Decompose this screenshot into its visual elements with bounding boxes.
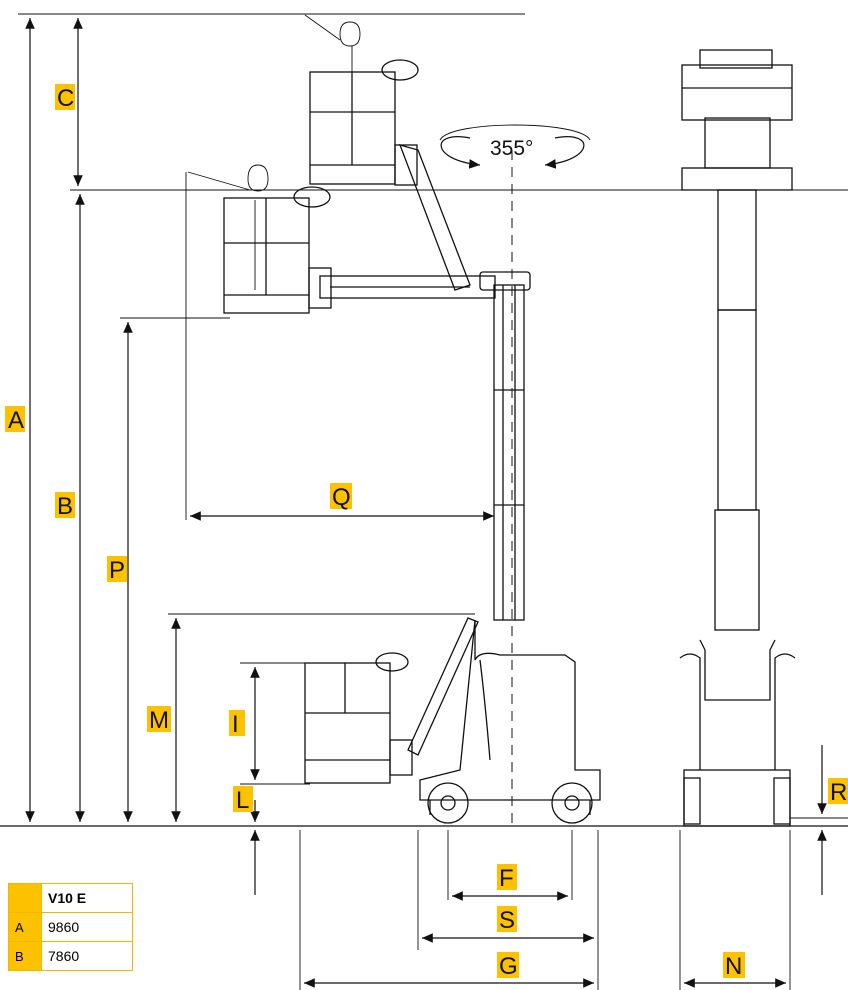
- label-bg-B: [55, 492, 75, 518]
- reference-lines: [18, 13, 848, 990]
- front-view-machine: [679, 49, 796, 827]
- label-bg-M: [147, 706, 171, 732]
- label-R: R: [830, 779, 847, 806]
- label-bg-N: [723, 952, 745, 978]
- rear-wheel: [551, 782, 593, 824]
- label-N: N: [725, 953, 742, 980]
- label-S: S: [499, 907, 515, 934]
- label-C: C: [57, 85, 74, 112]
- label-bg-A: [5, 406, 25, 432]
- label-bg-S: [497, 906, 517, 932]
- label-bg-Q: [330, 483, 352, 509]
- label-bg-G: [497, 952, 519, 978]
- rotation-angle-label: 355°: [490, 137, 533, 160]
- label-M: M: [149, 707, 169, 734]
- spec-row-value: 9860: [41, 912, 133, 942]
- spec-header-empty: [8, 883, 42, 913]
- label-G: G: [499, 953, 518, 980]
- dimension-arrows: [25, 18, 827, 988]
- spec-row-value: 7860: [41, 941, 133, 971]
- label-B: B: [57, 493, 73, 520]
- label-bg-R: [828, 778, 848, 804]
- label-bg-L: [233, 786, 253, 812]
- dimension-labels: A C B P Q M I L F S G N R: [5, 84, 848, 980]
- label-A: A: [8, 407, 24, 434]
- label-bg-C: [55, 84, 75, 110]
- table-row: B 7860: [8, 941, 133, 971]
- label-Q: Q: [332, 484, 351, 511]
- spec-row-key: B: [8, 941, 42, 971]
- side-view-machine: [187, 14, 601, 824]
- spec-header-model: V10 E: [41, 883, 133, 913]
- label-L: L: [236, 787, 249, 814]
- spec-table-header: V10 E: [8, 883, 133, 913]
- spec-table: V10 E A 9860 B 7860: [8, 883, 133, 971]
- spec-row-key: A: [8, 912, 42, 942]
- label-bg-F: [497, 864, 517, 890]
- label-F: F: [499, 865, 514, 892]
- label-I: I: [232, 711, 239, 738]
- table-row: A 9860: [8, 912, 133, 942]
- rotation-indicator: [439, 124, 591, 830]
- label-bg-P: [107, 556, 127, 582]
- front-wheel: [427, 782, 469, 824]
- label-bg-I: [229, 710, 245, 736]
- label-P: P: [109, 557, 125, 584]
